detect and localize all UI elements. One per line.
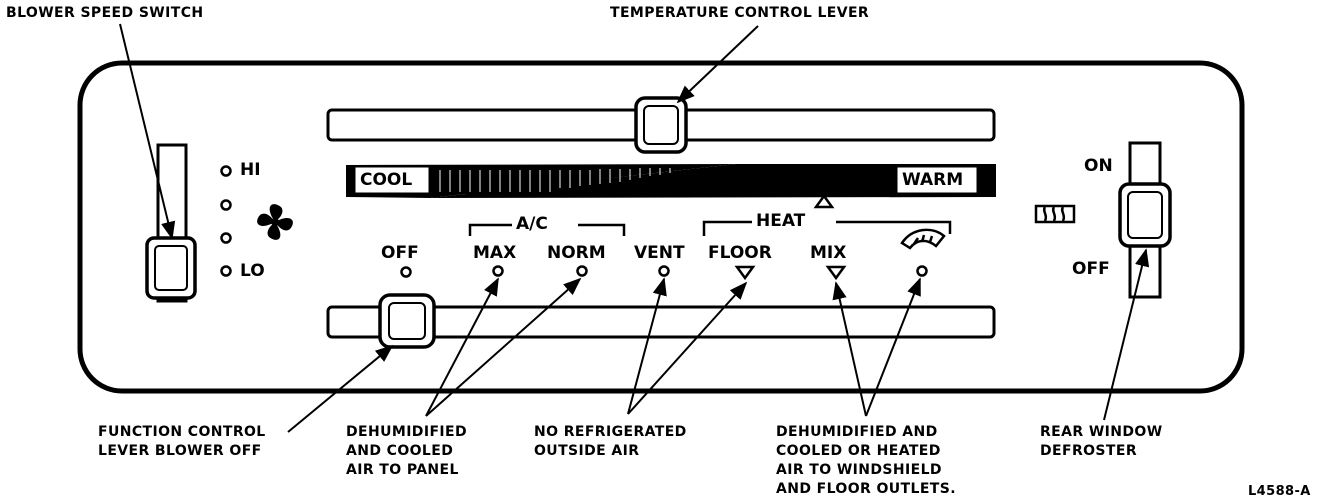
- mode-vent: VENT: [634, 243, 685, 263]
- defroster-on-label: ON: [1084, 156, 1113, 176]
- blower-speed-switch[interactable]: [145, 143, 197, 303]
- callout-rear-window-defroster: REAR WINDOW DEFROSTER: [1040, 424, 1163, 459]
- callout-no-refrigerated: NO REFRIGERATED OUTSIDE AIR: [534, 424, 687, 459]
- mode-max: MAX: [473, 243, 517, 263]
- rear-defrost-icon: [1034, 204, 1076, 224]
- callout-function-control: FUNCTION CONTROL LEVER BLOWER OFF: [98, 424, 266, 459]
- fan-speed-dots: [220, 165, 232, 277]
- heat-group-label: HEAT: [756, 211, 806, 231]
- mode-dots: [400, 265, 928, 278]
- mode-mix: MIX: [810, 243, 847, 263]
- defroster-off-label: OFF: [1072, 259, 1110, 279]
- fan-speed-lo: LO: [240, 261, 265, 281]
- triangle-icon: [813, 193, 835, 209]
- defrost-icon: [900, 228, 946, 250]
- temperature-scale: [346, 164, 996, 198]
- fan-speed-hi: HI: [240, 160, 261, 180]
- callout-blower-speed-switch: BLOWER SPEED SWITCH: [6, 5, 204, 21]
- mode-floor: FLOOR: [708, 243, 772, 263]
- callout-arrows: [119, 23, 1150, 433]
- heat-bracket: [702, 220, 952, 236]
- ac-group-label: A/C: [516, 214, 548, 234]
- cool-label: COOL: [360, 170, 413, 190]
- triangle-icon: [825, 265, 847, 281]
- mode-norm: NORM: [547, 243, 606, 263]
- mode-off: OFF: [381, 243, 419, 263]
- ac-bracket: [468, 223, 626, 236]
- callout-dehumidified-panel: DEHUMIDIFIED AND COOLED AIR TO PANEL: [346, 424, 467, 478]
- rear-defroster-switch[interactable]: [1118, 141, 1172, 299]
- figure-id: L4588-A: [1248, 484, 1311, 499]
- triangle-icon: [734, 265, 756, 281]
- function-slot: [326, 305, 996, 339]
- warm-label: WARM: [902, 170, 964, 190]
- temperature-knob[interactable]: [634, 96, 688, 154]
- fan-icon: [257, 204, 293, 240]
- function-knob[interactable]: [378, 293, 436, 349]
- callout-dehumidified-windshield: DEHUMIDIFIED AND COOLED OR HEATED AIR TO…: [776, 424, 956, 497]
- callout-temperature-control-lever: TEMPERATURE CONTROL LEVER: [610, 5, 870, 21]
